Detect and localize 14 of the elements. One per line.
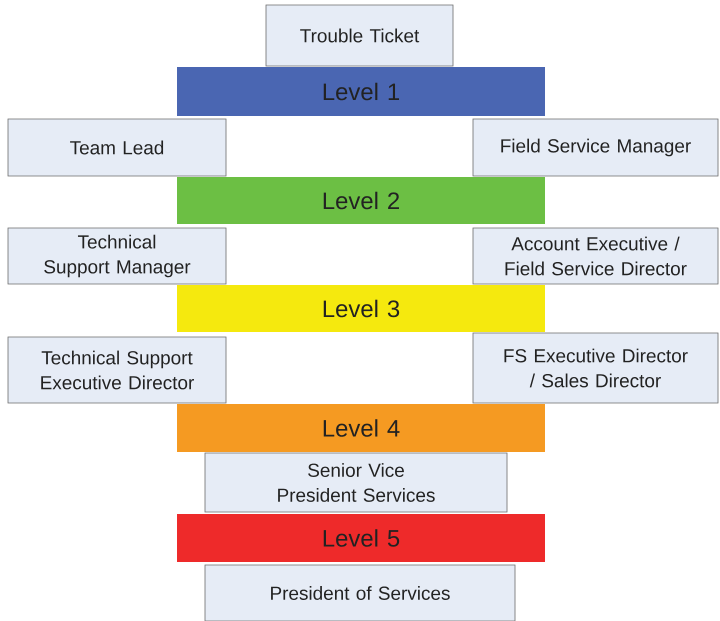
role-box: Technical Support Manager [8, 228, 226, 284]
role-box: Technical Support Executive Director [8, 336, 226, 404]
role-box: Field Service Manager [472, 118, 718, 176]
role-box: President of Services [204, 564, 516, 621]
role-box: FS Executive Director / Sales Director [472, 332, 718, 404]
level-band: Level 1 [177, 67, 545, 116]
level-band: Level 3 [177, 285, 545, 332]
role-box: Account Executive / Field Service Director [472, 228, 718, 284]
level-band: Level 5 [177, 514, 545, 562]
level-band: Level 4 [177, 404, 545, 452]
role-box: Senior Vice President Services [204, 452, 508, 512]
role-box: Team Lead [8, 118, 226, 176]
level-band: Level 2 [177, 177, 545, 224]
role-box: Trouble Ticket [266, 4, 454, 66]
